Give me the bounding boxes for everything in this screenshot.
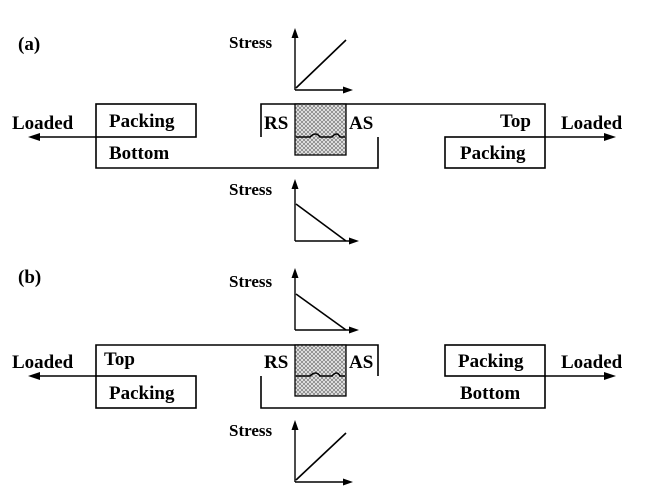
panel-b-lower-stress-label: Stress — [229, 421, 273, 440]
x-axis-arrow — [349, 326, 359, 334]
panel-a-left-upper-box-label: Packing — [109, 111, 175, 132]
panel-b-left-lower-box — [95, 375, 197, 409]
panel-a-lower-stress-label: Stress — [229, 180, 273, 199]
y-axis-arrow — [291, 268, 299, 278]
panel-b-top-plate — [95, 344, 379, 376]
panel-a-as-label: AS — [349, 113, 373, 134]
panel-b-right-lower-box-label: Bottom — [460, 383, 520, 404]
panel-a-lower-stress-plot: Stress — [229, 179, 359, 245]
panel-b-upper-stress-plot: Stress — [229, 268, 359, 334]
panel-b-bottom-plate — [260, 376, 546, 409]
panel-b-left-upper-box-label: Top — [104, 349, 135, 370]
x-axis-arrow — [349, 237, 359, 245]
panel-b-right-arrowhead — [604, 372, 616, 380]
panel-b-lower-stress-plot: Stress — [229, 420, 353, 486]
panel-a-right-load-label: Loaded — [561, 113, 623, 134]
stress-profile-line — [295, 293, 347, 331]
stress-profile-line — [295, 432, 347, 481]
panel-a-right-lower-box — [444, 136, 546, 169]
panel-b-right-load-label: Loaded — [561, 352, 623, 373]
panel-b-right-upper-box-label: Packing — [458, 351, 524, 372]
stress-profile-line — [295, 39, 347, 89]
panel-a-rs-label: RS — [264, 113, 288, 134]
panel-a-upper-stress-label: Stress — [229, 33, 273, 52]
panel-b-as-label: AS — [349, 352, 373, 373]
y-axis-arrow — [291, 420, 299, 430]
panel-a-weld-interface — [296, 133, 345, 138]
panel-b-left-lower-box-label: Packing — [109, 383, 175, 404]
panel-b-label: (b) — [18, 267, 41, 288]
panel-a-left-arrowhead — [28, 133, 40, 141]
panel-a-right-arrowhead — [604, 133, 616, 141]
stress-profile-line — [295, 203, 347, 242]
y-axis-arrow — [291, 179, 299, 189]
panel-b-upper-stress-label: Stress — [229, 272, 273, 291]
panel-b: (b) Stress Loaded Loaded Top Packing Pac… — [12, 267, 623, 486]
panel-b-weld-zone — [294, 344, 347, 397]
panel-a-left-load-label: Loaded — [12, 113, 74, 134]
panel-b-left-arrowhead — [28, 372, 40, 380]
panel-a-label: (a) — [18, 34, 40, 55]
x-axis-arrow — [343, 478, 353, 486]
panel-a-right-lower-box-label: Packing — [460, 143, 526, 164]
panel-b-right-upper-box — [444, 344, 546, 377]
panel-b-left-load-label: Loaded — [12, 352, 74, 373]
y-axis-arrow — [291, 28, 299, 38]
panel-a-bottom-plate — [95, 137, 379, 169]
panel-a-right-upper-box-label: Top — [500, 111, 531, 132]
panel-a-weld-zone — [294, 103, 347, 156]
panel-a-upper-stress-plot: Stress — [229, 28, 353, 94]
x-axis-arrow — [343, 86, 353, 94]
panel-a-left-upper-box — [95, 103, 197, 138]
panel-a-top-plate — [260, 103, 546, 137]
panel-a: (a) Stress Loaded Loaded Packing Bottom … — [12, 28, 623, 245]
panel-b-weld-interface — [296, 372, 345, 377]
panel-b-rs-label: RS — [264, 352, 288, 373]
panel-a-left-lower-box-label: Bottom — [109, 143, 169, 164]
